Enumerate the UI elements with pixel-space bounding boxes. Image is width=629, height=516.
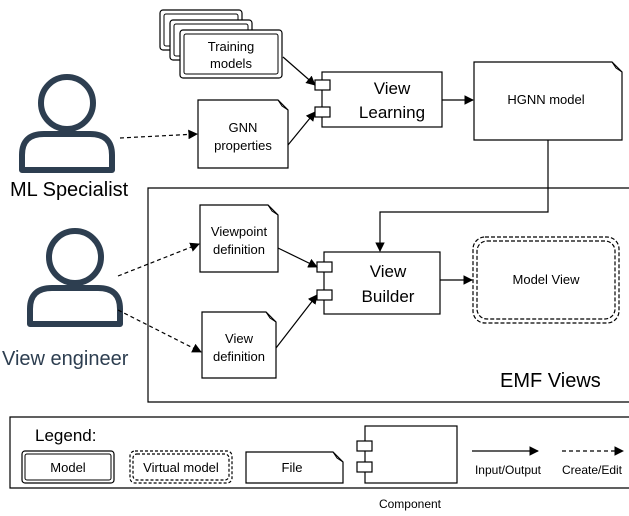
arrow-gnn-to-learning — [287, 111, 316, 146]
viewpoint-definition-file — [199, 204, 279, 273]
training-models-stack — [159, 9, 283, 79]
ml-specialist-label: ML Specialist — [10, 179, 129, 201]
view-definition-file — [201, 311, 277, 379]
view-builder-label-2: Builder — [362, 287, 415, 306]
ml-specialist-actor-icon — [19, 74, 115, 173]
arrow-viewpoint-to-builder — [277, 247, 318, 268]
emf-views-label: EMF Views — [500, 370, 601, 392]
view-engineer-label: View engineer — [2, 348, 129, 370]
legend-virtual-model-symbol — [129, 450, 233, 484]
viewpoint-definition-label-1: Viewpoint — [211, 224, 268, 239]
legend-file-symbol — [245, 451, 344, 484]
legend-model-symbol — [21, 450, 115, 484]
view-engineer-actor-icon — [27, 228, 123, 327]
viewpoint-definition-label-2: definition — [213, 242, 265, 257]
model-view-label: Model View — [513, 272, 581, 287]
view-definition-label-1: View — [225, 331, 254, 346]
view-builder-label-1: View — [370, 262, 407, 281]
gnn-properties-label-2: properties — [214, 138, 272, 153]
gnn-properties-label-1: GNN — [229, 120, 258, 135]
arrow-viewdef-to-builder — [275, 294, 318, 349]
training-models-label-1: Training — [208, 39, 254, 54]
hgnn-model-file — [473, 61, 623, 141]
hgnn-model-label: HGNN model — [507, 92, 584, 107]
legend-title: Legend: — [35, 426, 96, 445]
model-view-virtual-model — [472, 236, 620, 324]
training-models-label-2: models — [210, 56, 252, 71]
emf-views-boundary — [147, 187, 629, 403]
arrow-training-to-learning — [282, 56, 316, 86]
legend-frame — [9, 416, 629, 489]
arrow-mlspecialist-to-gnn — [119, 129, 198, 140]
arrow-engineer-to-viewdef — [117, 309, 202, 353]
view-learning-label-1: View — [374, 79, 411, 98]
view-definition-label-2: definition — [213, 349, 265, 364]
gnn-properties-file — [197, 99, 289, 169]
arrow-hgnn-to-builder — [375, 140, 549, 252]
view-learning-label-2: Learning — [359, 103, 425, 122]
legend-input-output-label: Input/Output — [475, 463, 542, 477]
legend-virtual-model-label: Virtual model — [143, 460, 219, 475]
arrow-engineer-to-viewpoint — [117, 242, 200, 277]
legend-create-edit-label: Create/Edit — [562, 463, 623, 477]
legend-model-label: Model — [50, 460, 86, 475]
legend-component-label: Component — [379, 497, 442, 511]
legend-file-label: File — [282, 460, 303, 475]
legend-component-symbol — [356, 425, 458, 484]
